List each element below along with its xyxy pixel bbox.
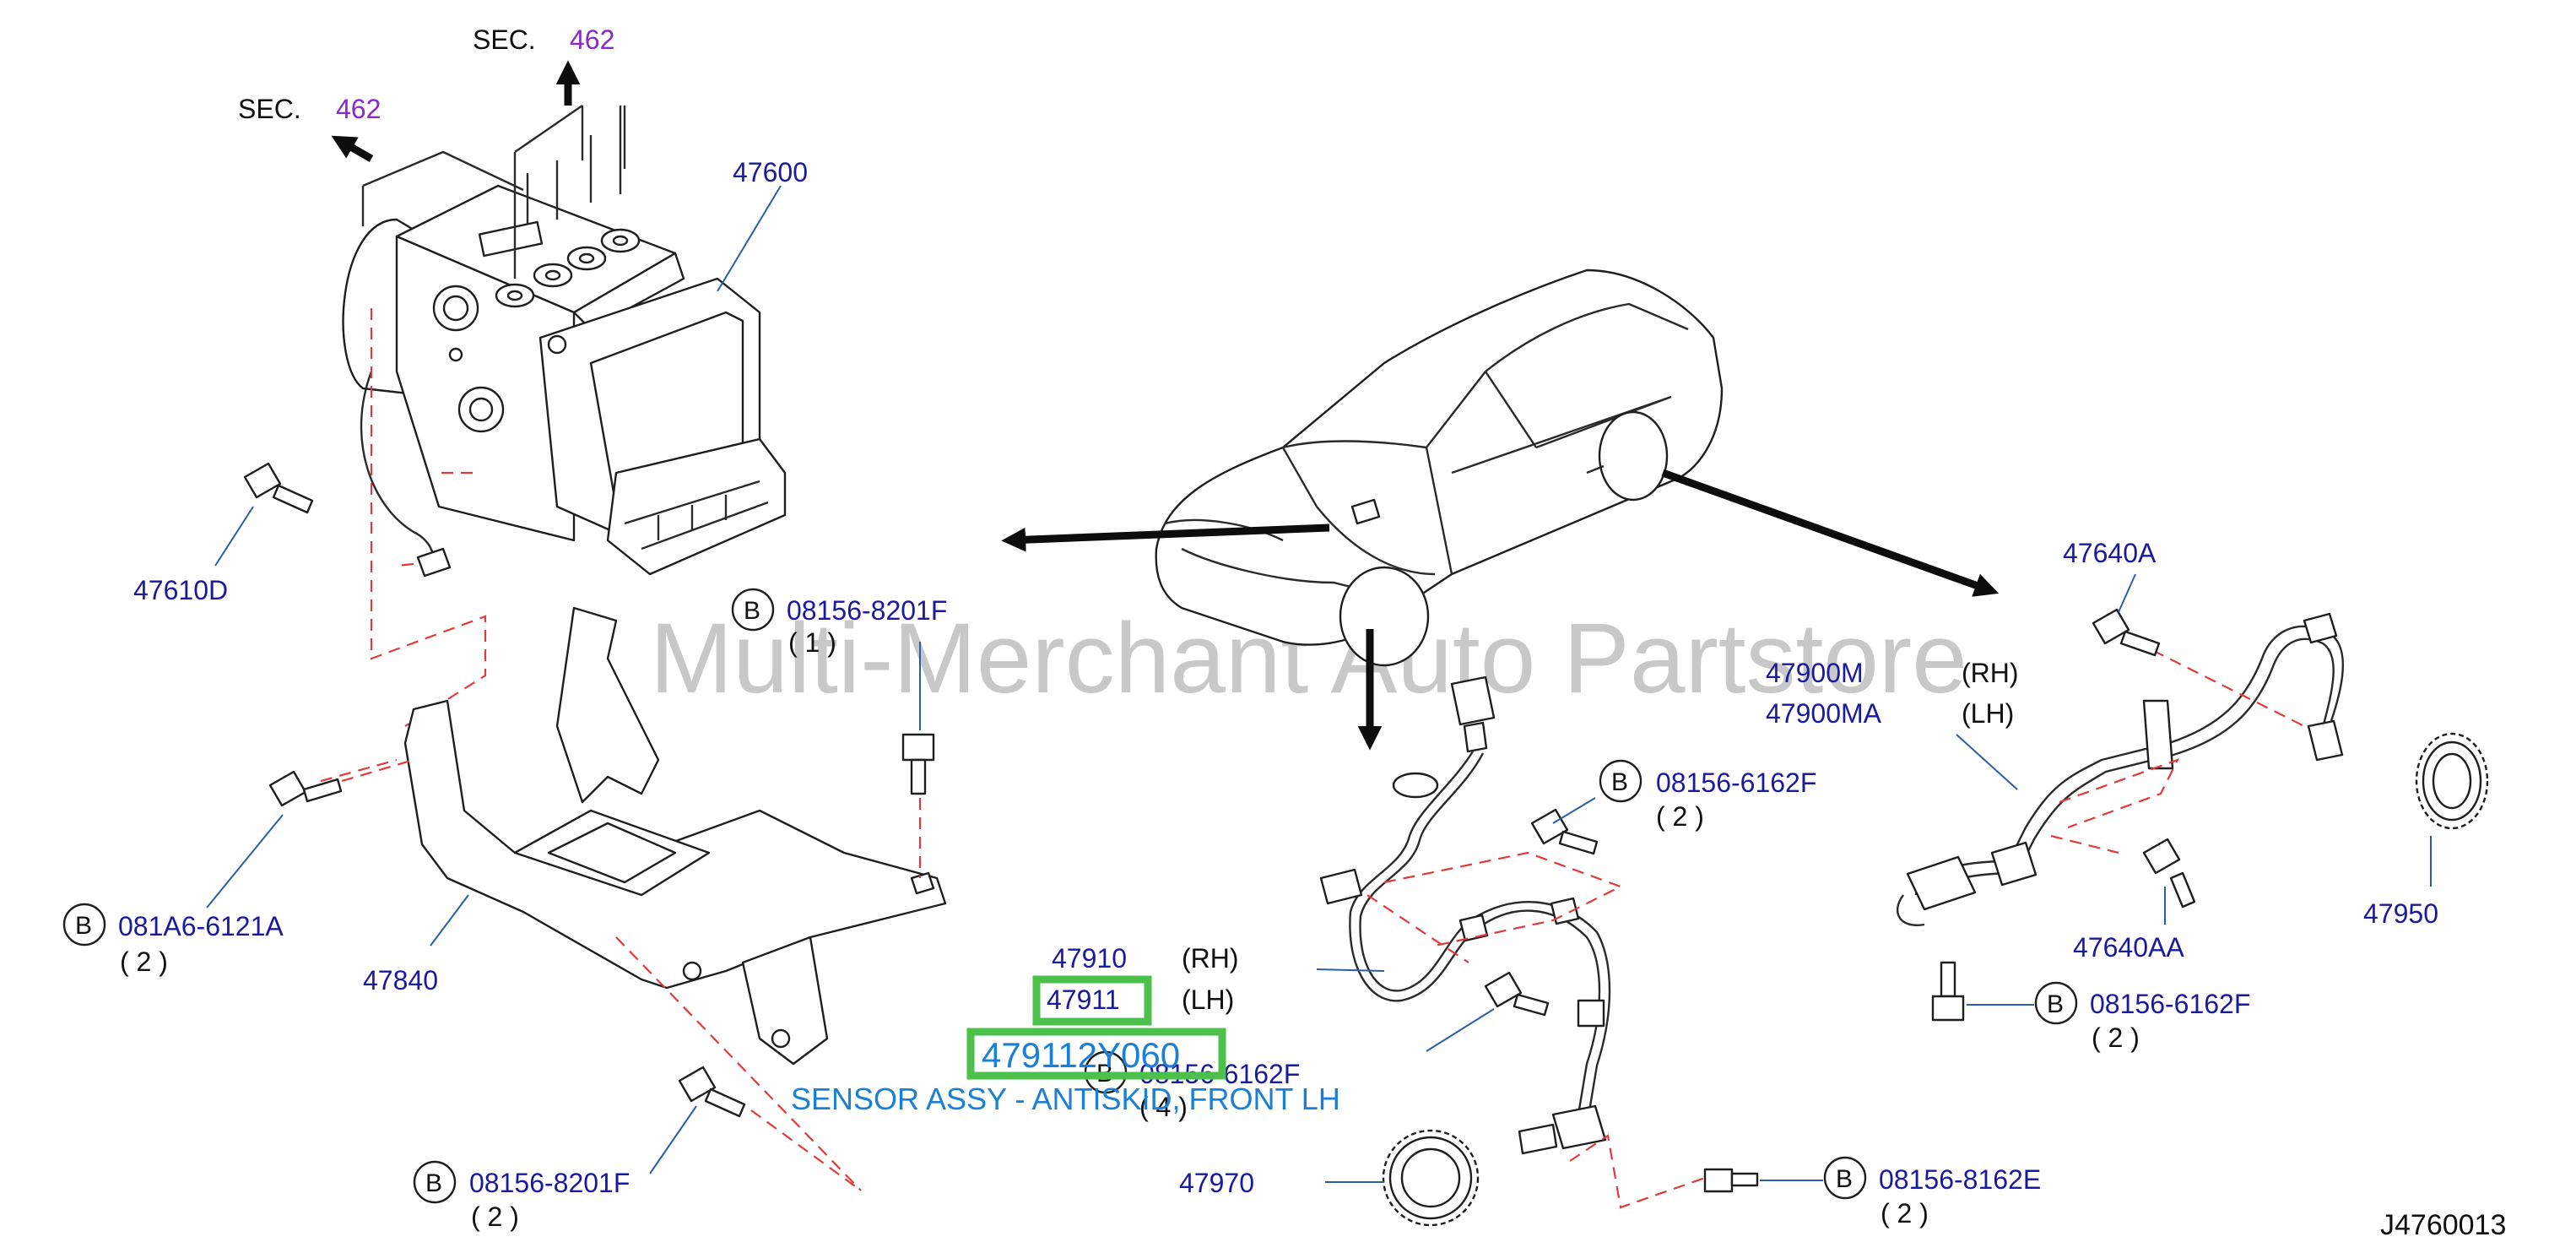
side-47910: (RH) xyxy=(1182,943,1239,974)
lead-47610d xyxy=(214,506,254,567)
callout-47911[interactable]: 47911 xyxy=(1047,984,1120,1015)
callout-47640aa[interactable]: 47640AA xyxy=(2073,932,2184,963)
lead-6162f-mid xyxy=(1426,1008,1495,1052)
rear-tone-ring[interactable] xyxy=(2415,732,2489,830)
qty-08156-8162e: ( 2 ) xyxy=(1881,1198,1929,1229)
svg-text:B: B xyxy=(2047,990,2064,1018)
callout-08156-8201f-bot[interactable]: 08156-8201F xyxy=(469,1168,630,1198)
sec-leader-lines xyxy=(361,105,626,279)
front-abs-sensor-harness[interactable] xyxy=(1319,675,1611,1155)
callout-47970[interactable]: 47970 xyxy=(1179,1168,1254,1198)
sec-ref-1-prefix: SEC. xyxy=(473,24,536,55)
callout-08156-6162f-right[interactable]: 08156-6162F xyxy=(2090,989,2250,1019)
qty-08156-6162f-mid: ( 4 ) xyxy=(1139,1092,1188,1122)
svg-text:B: B xyxy=(425,1169,442,1197)
callout-47900m[interactable]: 47900M xyxy=(1766,658,1864,688)
bolt-47640aa[interactable] xyxy=(2142,838,2196,909)
side-47900ma: (LH) xyxy=(1962,698,2014,729)
bolt-08156-8201f-bot[interactable] xyxy=(678,1066,746,1118)
bolt-tag-6162f-top: B xyxy=(1599,759,1642,803)
arrow-to-actuator xyxy=(1001,523,1330,552)
lead-8201f-bot xyxy=(649,1105,697,1174)
assembly-dash-8201f-bot xyxy=(615,936,862,1191)
side-47900m: (RH) xyxy=(1962,658,2019,688)
qty-08156-6162f-right: ( 2 ) xyxy=(2092,1022,2140,1053)
highlight-part-number[interactable]: 479112Y060 xyxy=(982,1035,1180,1075)
bolt-tag-6162f-right: B xyxy=(2034,981,2078,1025)
lead-47900m xyxy=(1956,734,2018,790)
sec-ref-2-prefix: SEC. xyxy=(238,94,301,124)
callout-47610d[interactable]: 47610D xyxy=(133,575,228,605)
sec-ref-2-number[interactable]: 462 xyxy=(336,94,381,124)
callout-47600[interactable]: 47600 xyxy=(733,157,808,187)
drawing-number: J4760013 xyxy=(2380,1209,2506,1241)
lead-47840 xyxy=(430,894,469,947)
assembly-dash-081a6 xyxy=(341,758,414,783)
svg-text:B: B xyxy=(1836,1165,1853,1193)
svg-text:B: B xyxy=(744,597,760,625)
bolt-47610d[interactable] xyxy=(243,462,314,514)
assembly-dash-front-sensor xyxy=(1366,851,1706,1209)
sec-arrow-left xyxy=(331,135,374,162)
lead-47910 xyxy=(1316,968,1385,972)
bolt-tag-8162e: B xyxy=(1823,1156,1867,1200)
sec-ref-1-number[interactable]: 462 xyxy=(570,24,614,55)
assembly-dash-rear-sensor xyxy=(2050,641,2305,854)
bolt-tag-8201f-bot: B xyxy=(413,1160,457,1204)
bolt-08156-6162f-right[interactable] xyxy=(1931,961,1965,1022)
callout-47950[interactable]: 47950 xyxy=(2363,898,2438,929)
svg-text:B: B xyxy=(1611,768,1628,796)
front-tone-ring[interactable] xyxy=(1382,1129,1480,1227)
highlight-box-479112y060 xyxy=(966,1028,1226,1080)
bolt-tag-8201f-top: B xyxy=(731,588,775,632)
highlight-description: SENSOR ASSY - ANTISKID, FRONT LH xyxy=(791,1082,1340,1116)
callout-47900ma[interactable]: 47900MA xyxy=(1766,698,1882,729)
callout-47910[interactable]: 47910 xyxy=(1052,943,1127,974)
bolt-tag-081a6: B xyxy=(62,903,106,947)
qty-08156-6162f-top: ( 2 ) xyxy=(1656,801,1704,832)
bolt-08156-6162f-mid[interactable] xyxy=(1484,971,1550,1017)
callout-08156-8162e[interactable]: 08156-8162E xyxy=(1879,1164,2041,1195)
assembly-dash-actuator xyxy=(320,308,487,783)
qty-08156-8201f-top: ( 1 ) xyxy=(788,627,836,658)
actuator-bracket[interactable] xyxy=(403,606,947,1066)
callout-081a6-6121a[interactable]: 081A6-6121A xyxy=(118,911,284,941)
abs-actuator-unit[interactable] xyxy=(342,184,787,578)
lead-081a6 xyxy=(206,814,284,909)
bolt-081a6-6121a[interactable] xyxy=(268,770,343,807)
qty-08156-8201f-bot: ( 2 ) xyxy=(471,1201,519,1232)
bolt-08156-8162e[interactable] xyxy=(1703,1168,1759,1193)
lead-6162f-top xyxy=(1552,797,1596,824)
highlight-box-47911 xyxy=(1032,975,1152,1026)
arrow-to-rear-sensor xyxy=(1661,469,2000,597)
rear-abs-sensor-harness[interactable] xyxy=(1896,612,2344,926)
qty-081a6-6121a: ( 2 ) xyxy=(120,947,168,977)
lead-47640a xyxy=(2118,573,2136,613)
vehicle-outline xyxy=(1155,268,1724,667)
callout-47640a[interactable]: 47640A xyxy=(2063,538,2157,568)
callout-47840[interactable]: 47840 xyxy=(363,965,438,995)
svg-text:B: B xyxy=(75,912,92,940)
callout-08156-6162f-top[interactable]: 08156-6162F xyxy=(1656,768,1816,798)
bolt-47640a[interactable] xyxy=(2092,608,2161,657)
callout-08156-8201f-top[interactable]: 08156-8201F xyxy=(787,595,947,626)
bolt-08156-6162f-top[interactable] xyxy=(1530,808,1599,855)
bolt-08156-8201f-top[interactable] xyxy=(901,733,935,795)
side-47911: (LH) xyxy=(1182,984,1234,1015)
lead-47600 xyxy=(717,185,782,292)
